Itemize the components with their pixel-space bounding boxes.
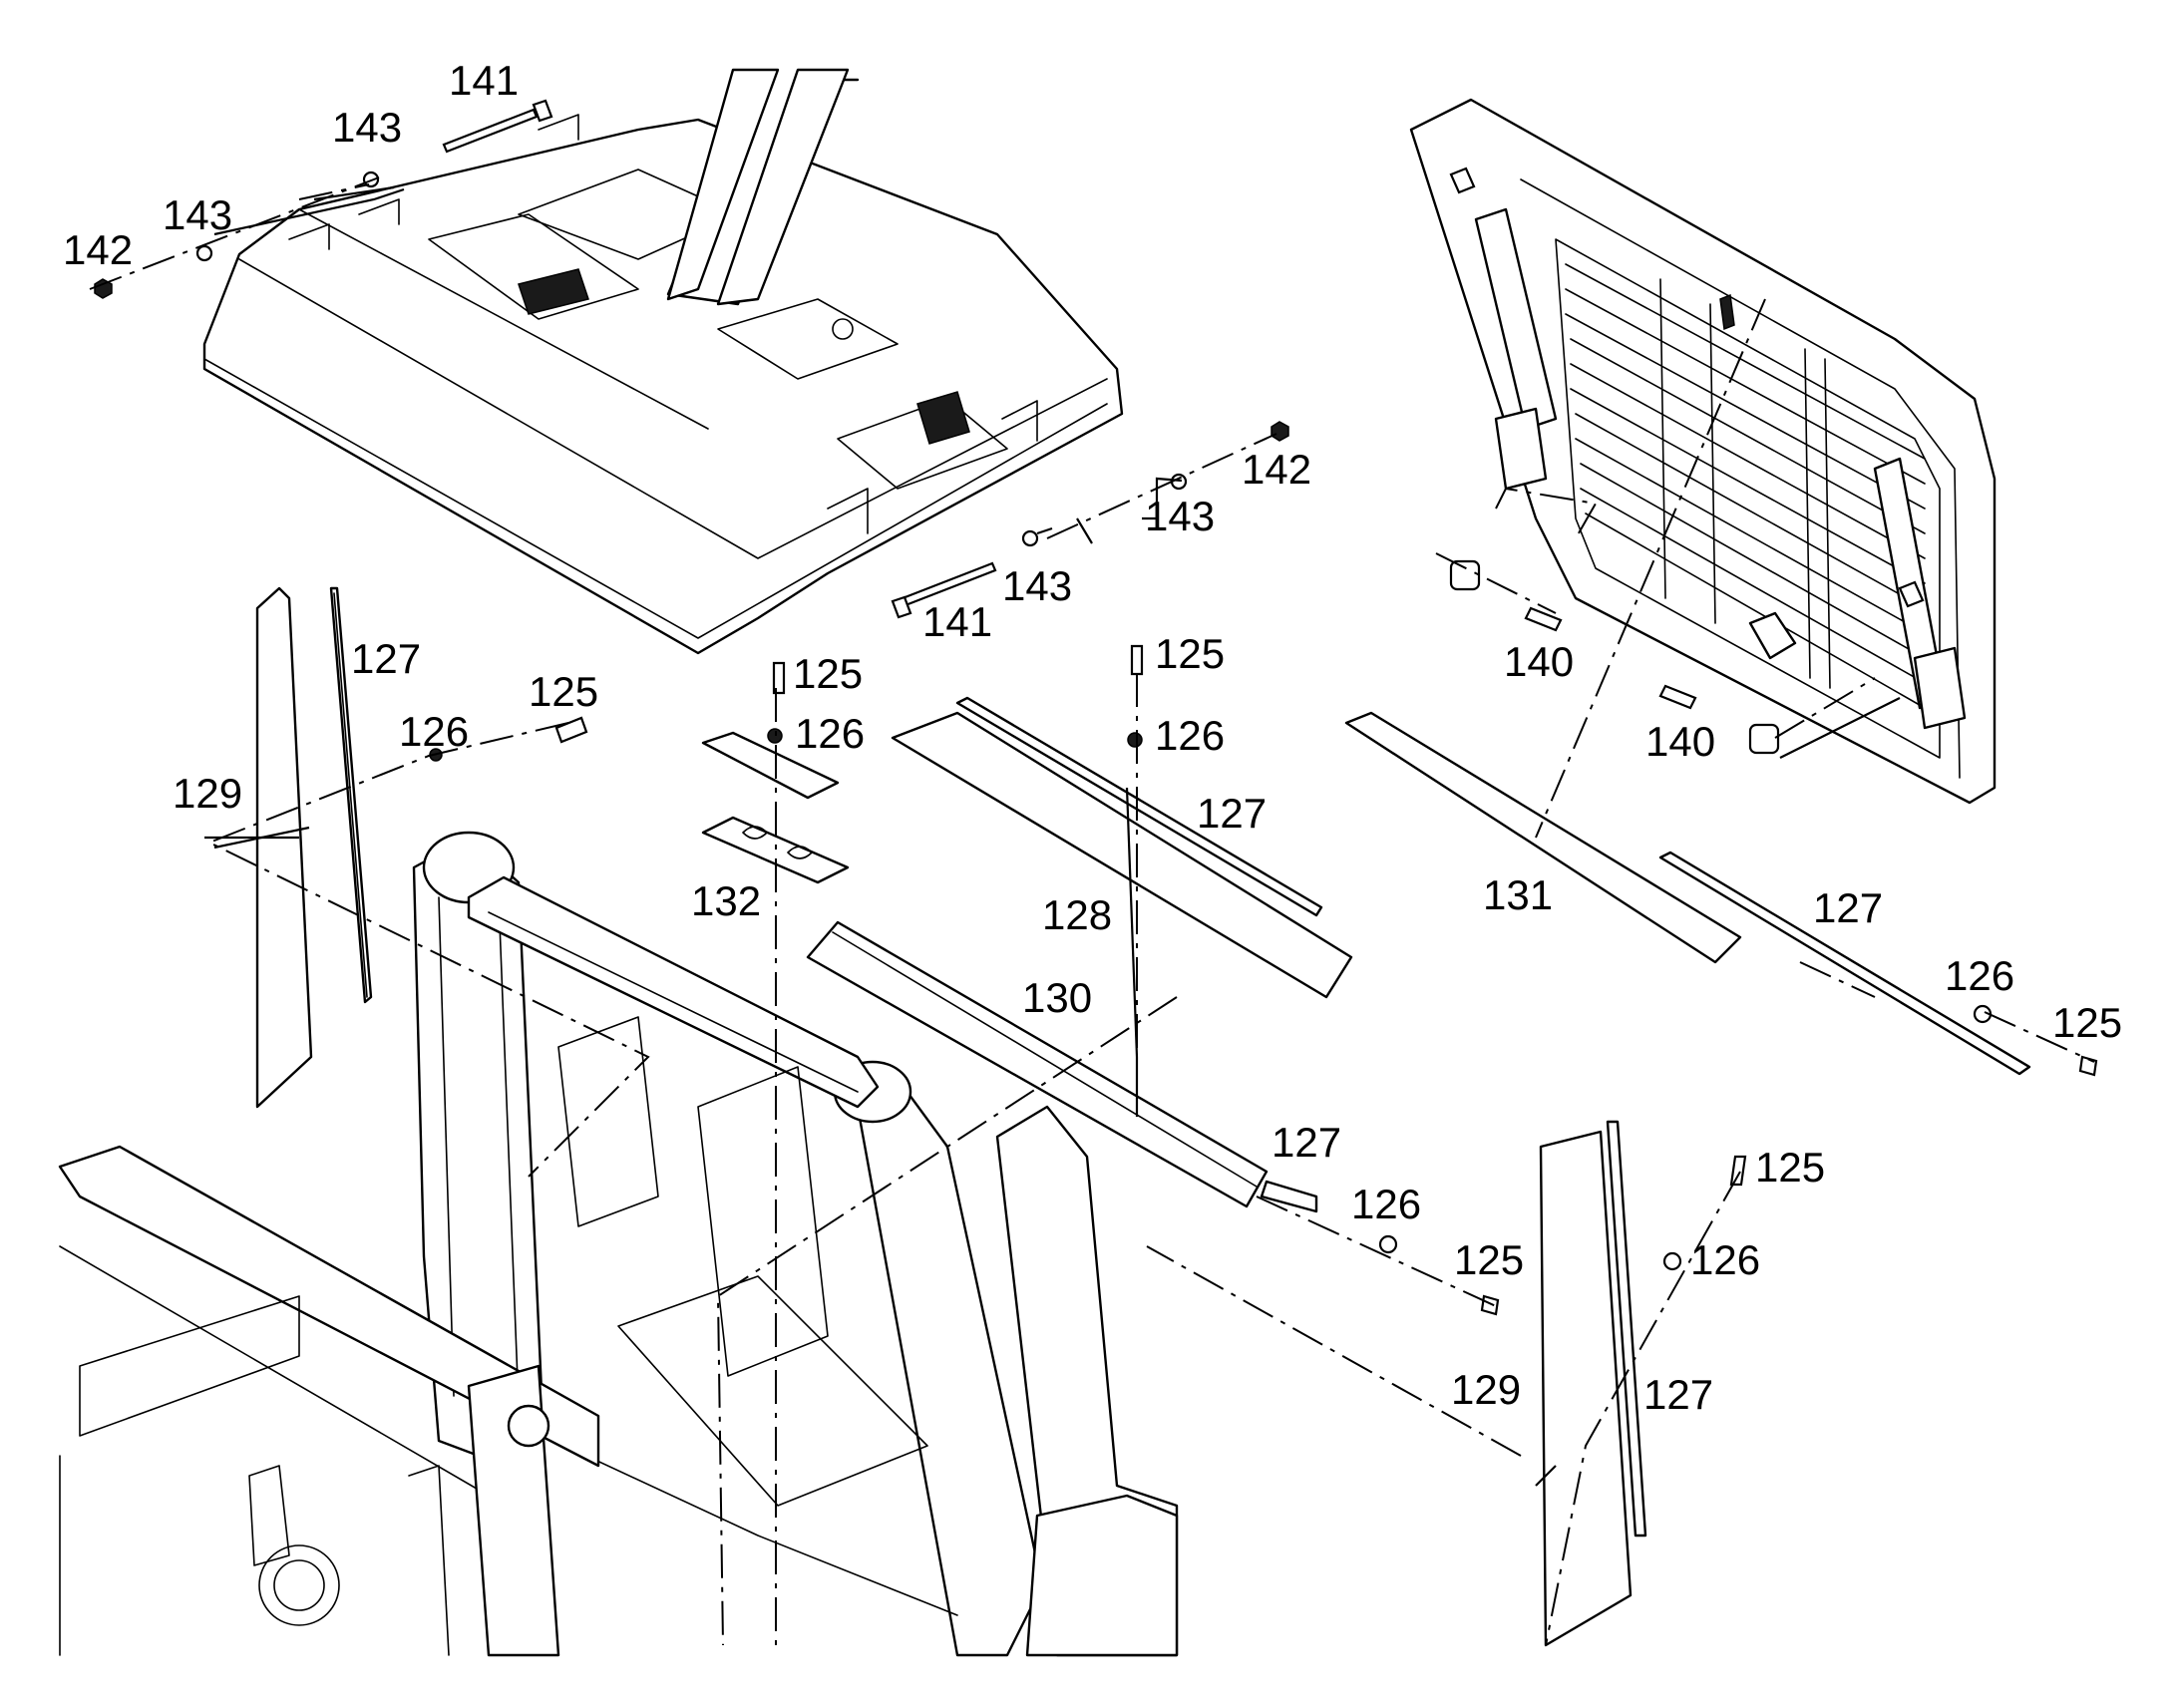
callout-125-center: 125 xyxy=(793,650,863,697)
roof-panel xyxy=(202,68,1124,655)
seal-127-lower xyxy=(1260,1180,1318,1213)
rear-grille-assembly xyxy=(1409,98,1997,805)
bushing-140-b xyxy=(1748,723,1780,755)
washer-126-c xyxy=(1127,732,1143,748)
seal-127-right xyxy=(1658,851,2031,1076)
callout-125-lower-right: 125 xyxy=(1755,1144,1825,1191)
callout-143-lower: 143 xyxy=(1002,562,1072,609)
bolt-140-a xyxy=(1524,606,1563,632)
cab-frame xyxy=(58,831,1179,1657)
callout-127-lower: 127 xyxy=(1272,1119,1341,1166)
nut-142-b xyxy=(1271,421,1289,442)
callout-128: 128 xyxy=(1042,891,1112,938)
bushing-140-a xyxy=(1449,559,1481,591)
callout-131: 131 xyxy=(1483,871,1553,918)
cab-floor-panel xyxy=(617,1275,928,1507)
hinge-bracket-right xyxy=(1913,646,1967,730)
bolt-140-b xyxy=(1658,684,1697,710)
trim-131 xyxy=(1344,711,1742,964)
screw-125-e xyxy=(1480,1294,1500,1316)
washer-143-b xyxy=(195,244,213,262)
callout-141-lower: 141 xyxy=(922,598,992,645)
callout-127-left: 127 xyxy=(351,635,421,682)
latch xyxy=(1748,611,1797,660)
roof-access-cover xyxy=(717,298,899,380)
screw-125-b xyxy=(772,661,786,695)
washer-126-f xyxy=(1662,1251,1682,1271)
vent-grille-dots xyxy=(518,268,970,445)
leader-lines xyxy=(204,185,1901,1487)
callout-129-right: 129 xyxy=(1451,1366,1521,1413)
callout-140-b: 140 xyxy=(1645,718,1715,765)
callout-142-top: 142 xyxy=(63,226,133,273)
callout-125-lower: 125 xyxy=(1454,1236,1524,1283)
callout-125-right: 125 xyxy=(2052,999,2122,1046)
bolt-141-top xyxy=(442,99,553,154)
callout-126-left: 126 xyxy=(399,708,469,755)
roof-vent-left xyxy=(428,213,639,320)
bracket-132-upper xyxy=(701,731,840,800)
grille-strut-left xyxy=(1474,207,1558,431)
callout-143-top-b: 143 xyxy=(163,191,232,238)
callout-126-mid: 126 xyxy=(1155,712,1225,759)
callout-143-top-a: 143 xyxy=(332,104,402,151)
hinge-bracket-left xyxy=(1494,407,1548,491)
callout-126-right: 126 xyxy=(1945,952,2014,999)
seal-127-right-vertical xyxy=(1606,1120,1647,1537)
seal-127-center xyxy=(955,696,1323,917)
callout-125-left: 125 xyxy=(529,668,598,715)
callout-126-lower-right: 126 xyxy=(1690,1236,1760,1283)
washer-143-d xyxy=(1021,529,1039,547)
plate-132 xyxy=(701,816,850,884)
callout-140-a: 140 xyxy=(1504,638,1574,685)
screw-125-a xyxy=(554,716,588,744)
callout-127-right: 127 xyxy=(1813,884,1883,931)
grille-louvers xyxy=(1565,263,1926,709)
screw-125-c xyxy=(1130,644,1144,676)
callout-127-mid: 127 xyxy=(1197,790,1267,837)
callout-126-lower: 126 xyxy=(1351,1181,1421,1227)
trim-129-left xyxy=(255,586,313,1109)
roof-vent-right xyxy=(837,398,1008,490)
callout-125-mid: 125 xyxy=(1155,630,1225,677)
callout-132: 132 xyxy=(691,877,761,924)
callout-126-center: 126 xyxy=(795,710,865,757)
callout-130: 130 xyxy=(1022,974,1092,1021)
trim-129-right xyxy=(1539,1130,1633,1647)
callout-127-lower-right: 127 xyxy=(1643,1371,1713,1418)
bolt-141-bottom xyxy=(891,561,997,619)
cab-inner-panel xyxy=(557,1016,659,1227)
callout-labels: 141 143 143 142 142 143 143 141 140 140 … xyxy=(63,57,2122,1418)
washer-126-e xyxy=(1378,1234,1398,1254)
callout-129-left: 129 xyxy=(173,770,242,817)
cab-side-rail xyxy=(58,1145,600,1468)
callout-143-right: 143 xyxy=(1145,493,1215,539)
nut-142-a xyxy=(94,278,113,299)
trim-128 xyxy=(891,711,1353,999)
screw-125-f xyxy=(1729,1155,1747,1187)
callout-141-top: 141 xyxy=(449,57,519,104)
trim-130 xyxy=(806,920,1269,1208)
callout-142-right: 142 xyxy=(1242,446,1311,493)
